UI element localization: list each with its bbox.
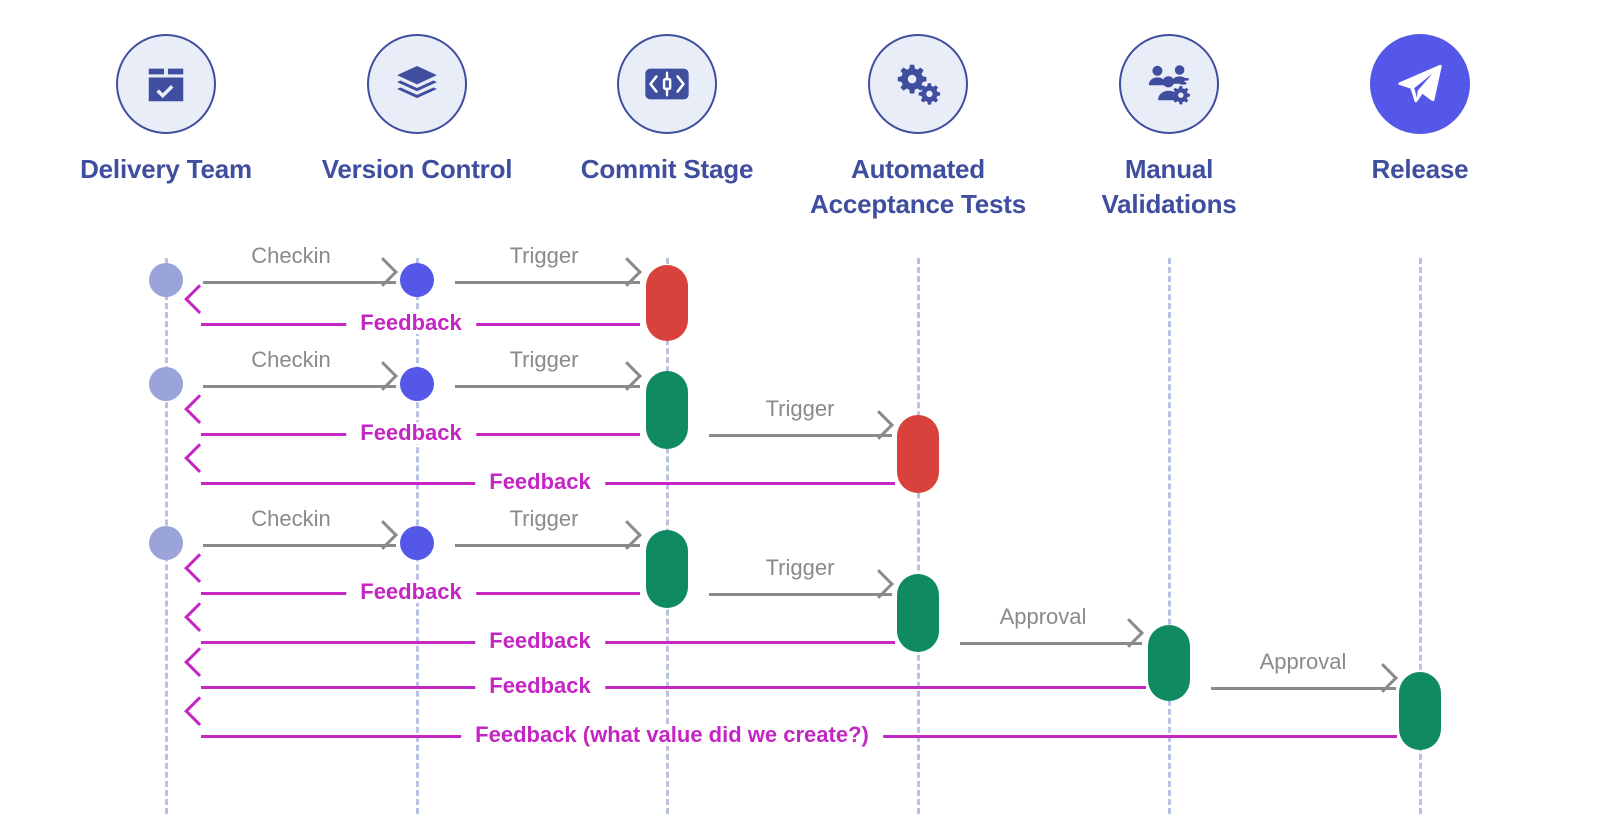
message-line <box>203 385 396 388</box>
layers-icon <box>394 61 440 107</box>
message-line <box>455 544 640 547</box>
message-label: Checkin <box>251 506 331 531</box>
message-label: Trigger <box>765 396 835 421</box>
message-label: Trigger <box>509 506 579 531</box>
actor-commit-stage[interactable]: Commit Stage <box>552 34 782 187</box>
paper-plane-icon <box>1394 58 1446 110</box>
activation-pill-cs-3[interactable] <box>646 530 688 608</box>
activation-pill-at-2[interactable] <box>897 574 939 652</box>
activation-pill-cs-1[interactable] <box>646 265 688 341</box>
message-label: Trigger <box>509 243 579 268</box>
actor-label-commit-stage: Commit Stage <box>580 154 754 184</box>
event-dot-dt-1[interactable] <box>149 263 183 297</box>
message-line <box>455 281 640 284</box>
event-dot-vc-3[interactable] <box>400 526 434 560</box>
message-line <box>455 385 640 388</box>
actor-label-version-control: Version Control <box>321 154 513 184</box>
message-line <box>203 281 396 284</box>
message-label: Feedback (what value did we create?) <box>461 724 883 746</box>
message-line <box>203 544 396 547</box>
arrowhead-icon <box>184 553 214 583</box>
lifeline-release <box>1418 258 1422 814</box>
package-check-icon <box>143 61 189 107</box>
message-line <box>960 642 1142 645</box>
event-dot-vc-2[interactable] <box>400 367 434 401</box>
message-line <box>201 686 1146 689</box>
message-label: Feedback <box>475 675 605 697</box>
message-label: Feedback <box>346 581 476 603</box>
message-label: Approval <box>1259 649 1347 674</box>
message-label: Trigger <box>509 347 579 372</box>
message-label: Feedback <box>475 630 605 652</box>
arrowhead-icon <box>184 443 214 473</box>
gears-icon <box>894 60 942 108</box>
actor-avatar-acceptance-tests[interactable] <box>868 34 968 134</box>
actor-release[interactable]: Release <box>1305 34 1535 187</box>
message-label: Checkin <box>251 243 331 268</box>
message-label: Feedback <box>475 471 605 493</box>
event-dot-dt-3[interactable] <box>149 526 183 560</box>
message-label: Trigger <box>765 555 835 580</box>
code-brackets-icon <box>642 59 692 109</box>
message-line <box>1211 687 1396 690</box>
actor-avatar-release[interactable] <box>1370 34 1470 134</box>
message-label: Checkin <box>251 347 331 372</box>
lifeline-manual-validations <box>1167 258 1171 814</box>
event-dot-vc-1[interactable] <box>400 263 434 297</box>
arrowhead-icon <box>184 647 214 677</box>
arrowhead-icon <box>184 284 214 314</box>
message-line <box>709 593 892 596</box>
arrowhead-icon <box>184 696 214 726</box>
actor-avatar-version-control[interactable] <box>367 34 467 134</box>
actor-avatar-manual-validations[interactable] <box>1119 34 1219 134</box>
arrowhead-icon <box>184 394 214 424</box>
message-label: Feedback <box>346 312 476 334</box>
activation-pill-at-1[interactable] <box>897 415 939 493</box>
message-label: Feedback <box>346 422 476 444</box>
message-line <box>709 434 892 437</box>
lifeline-acceptance-tests <box>916 258 920 814</box>
actor-delivery-team[interactable]: Delivery Team <box>51 34 281 187</box>
activation-pill-mv-1[interactable] <box>1148 625 1190 701</box>
actor-label-release: Release <box>1371 154 1469 184</box>
event-dot-dt-2[interactable] <box>149 367 183 401</box>
actor-label-delivery-team: Delivery Team <box>80 154 252 184</box>
actor-avatar-commit-stage[interactable] <box>617 34 717 134</box>
actor-avatar-delivery-team[interactable] <box>116 34 216 134</box>
activation-pill-rl-1[interactable] <box>1399 672 1441 750</box>
actor-version-control[interactable]: Version Control <box>302 34 532 187</box>
message-label: Approval <box>999 604 1087 629</box>
people-gear-icon <box>1145 60 1193 108</box>
arrowhead-icon <box>184 602 214 632</box>
activation-pill-cs-2[interactable] <box>646 371 688 449</box>
